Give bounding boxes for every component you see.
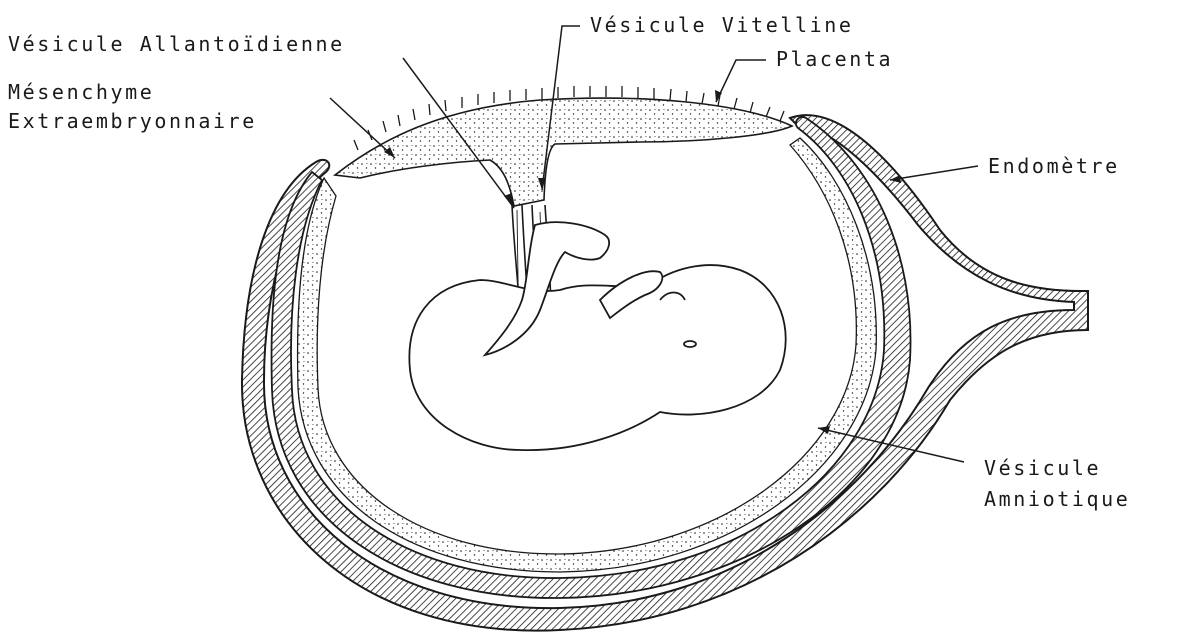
label-vesicule-amniotique-line2: Amniotique	[984, 487, 1130, 511]
embryo	[409, 222, 785, 450]
label-placenta: Placenta	[776, 47, 893, 71]
leader-placenta	[716, 60, 766, 102]
label-mesenchyme-line2: Extraembryonnaire	[8, 109, 257, 133]
label-vesicule-allantoidienne: Vésicule Allantoïdienne	[8, 32, 345, 56]
label-endometre: Endomètre	[988, 154, 1120, 178]
label-vesicule-amniotique-line1: Vésicule	[984, 456, 1101, 480]
label-mesenchyme-line1: Mésenchyme	[8, 80, 154, 104]
placenta	[335, 98, 792, 206]
leader-endometre	[890, 166, 978, 180]
label-vesicule-vitelline: Vésicule Vitelline	[590, 13, 854, 37]
